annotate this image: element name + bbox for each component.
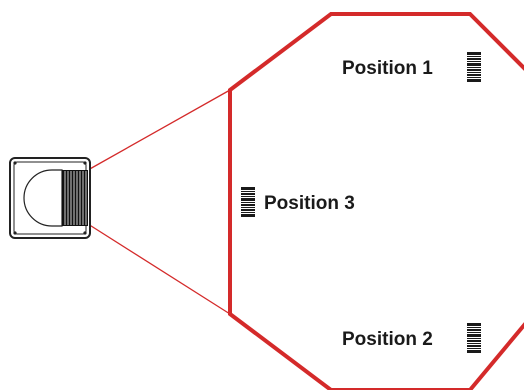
beam-line-bottom [87, 223, 231, 315]
position-3-label: Position 3 [264, 193, 355, 214]
scan-field-outline [228, 12, 524, 390]
position-3-group: Position 3 [241, 187, 355, 217]
barcode-icon-position-1 [467, 52, 481, 82]
barcode-icon-position-3 [241, 187, 255, 217]
beam-line-top [87, 89, 231, 171]
position-2-group: Position 2 [342, 323, 481, 353]
position-1-group: Position 1 [342, 52, 481, 82]
barcode-icon-position-2 [467, 323, 481, 353]
scanner-icon [9, 157, 91, 239]
position-1-label: Position 1 [342, 58, 433, 79]
position-2-label: Position 2 [342, 329, 433, 350]
